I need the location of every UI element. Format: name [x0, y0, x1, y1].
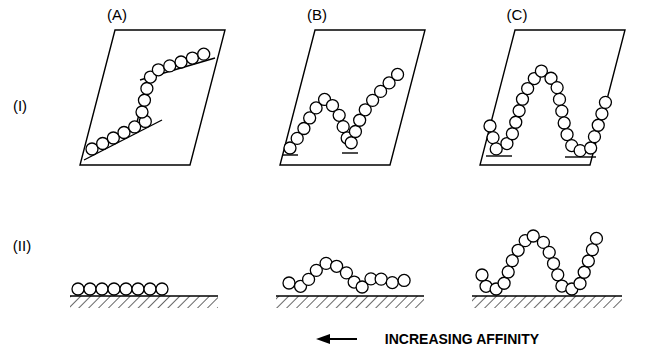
- segment-bead: [375, 273, 387, 285]
- segment-bead: [506, 128, 518, 140]
- segment-bead: [108, 283, 120, 295]
- surface-hatch: [70, 296, 218, 308]
- segment-bead: [392, 68, 404, 80]
- segment-bead: [574, 278, 586, 290]
- segment-bead: [333, 109, 345, 121]
- segment-bead: [498, 277, 510, 289]
- segment-bead: [84, 283, 96, 295]
- segment-bead: [164, 60, 176, 72]
- segment-bead: [96, 283, 108, 295]
- surface-plane: [280, 30, 425, 165]
- surface-line: [472, 295, 622, 296]
- segment-bead: [337, 121, 349, 133]
- segment-bead: [487, 132, 499, 144]
- segment-bead: [136, 106, 148, 118]
- arrow-head: [316, 334, 330, 344]
- anchor-line: [342, 152, 358, 153]
- segment-bead: [543, 246, 555, 258]
- segment-bead: [585, 142, 597, 154]
- segment-bead: [561, 129, 573, 141]
- segment-bead: [510, 116, 522, 128]
- segment-bead: [558, 117, 570, 129]
- segment-bead: [144, 283, 156, 295]
- column-label: (C): [507, 7, 528, 22]
- segment-bead: [476, 269, 488, 281]
- column-label: (A): [107, 7, 127, 22]
- segment-bead: [132, 283, 144, 295]
- column-label: (B): [307, 7, 327, 22]
- segment-bead: [582, 255, 594, 267]
- segment-bead: [502, 266, 514, 278]
- segment-bead: [590, 232, 602, 244]
- segment-bead: [484, 120, 496, 132]
- segment-bead: [349, 126, 361, 138]
- segment-bead: [152, 64, 164, 76]
- surface-line: [276, 295, 424, 296]
- segment-bead: [72, 283, 84, 295]
- segment-bead: [553, 93, 565, 105]
- segment-bead: [552, 269, 564, 281]
- segment-bead: [141, 83, 153, 95]
- row-label: (II): [13, 238, 31, 253]
- surface-hatch: [276, 296, 424, 308]
- surface-plane: [480, 30, 625, 165]
- segment-bead: [198, 48, 210, 60]
- segment-bead: [175, 56, 187, 68]
- anchor-line: [486, 155, 512, 156]
- segment-bead: [398, 274, 410, 286]
- segment-bead: [551, 82, 563, 94]
- segment-bead: [386, 277, 398, 289]
- segment-bead: [592, 119, 604, 131]
- segment-bead: [599, 96, 611, 108]
- segment-bead: [186, 52, 198, 64]
- segment-bead: [156, 283, 168, 295]
- segment-bead: [596, 108, 608, 120]
- segment-bead: [556, 105, 568, 117]
- row-label: (I): [13, 98, 27, 113]
- segment-bead: [586, 244, 598, 256]
- train-line: [84, 120, 162, 160]
- surface-line: [70, 295, 218, 296]
- segment-bead: [588, 131, 600, 143]
- segment-bead: [120, 283, 132, 295]
- surface-hatch: [472, 296, 622, 308]
- segment-bead: [283, 277, 295, 289]
- surface-plane: [80, 30, 225, 165]
- axis-caption: INCREASING AFFINITY: [385, 332, 539, 346]
- segment-bead: [513, 105, 525, 117]
- segment-bead: [138, 94, 150, 106]
- segment-bead: [578, 266, 590, 278]
- segment-bead: [548, 258, 560, 270]
- segment-bead: [345, 137, 357, 149]
